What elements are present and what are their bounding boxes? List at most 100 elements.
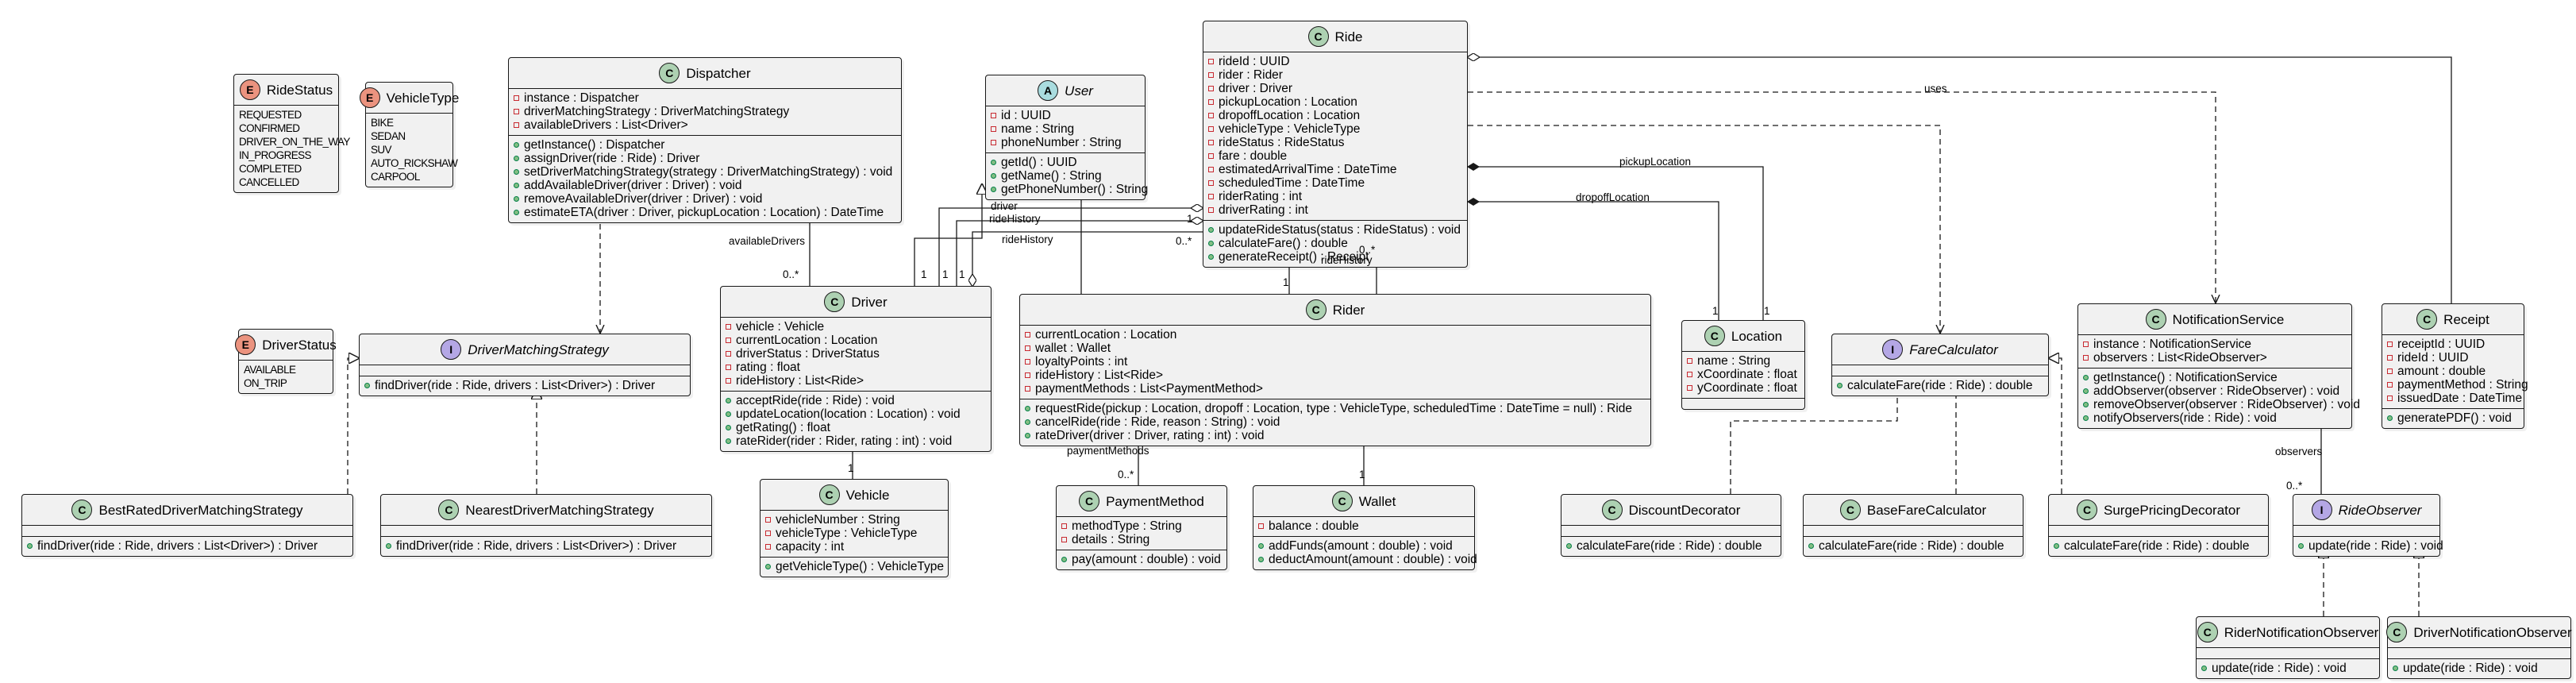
multiplicity-label: 1	[1283, 276, 1289, 288]
private-visibility-icon	[765, 531, 771, 536]
private-visibility-icon	[1208, 153, 1214, 159]
role-label: uses	[1924, 83, 1947, 95]
attribute: paymentMethods : List<PaymentMethod>	[1035, 382, 1263, 396]
enum-value: CANCELLED	[239, 176, 299, 188]
public-visibility-icon	[1208, 254, 1214, 260]
enum-badge-icon: E	[359, 87, 380, 108]
private-visibility-icon	[991, 113, 996, 118]
public-visibility-icon	[2387, 415, 2393, 421]
private-visibility-icon	[726, 378, 731, 384]
public-visibility-icon	[514, 156, 519, 161]
private-visibility-icon	[991, 140, 996, 145]
enum-value: SEDAN	[371, 130, 406, 142]
private-visibility-icon	[2387, 396, 2393, 401]
method: deductAmount(amount : double) : void	[1269, 553, 1477, 566]
multiplicity-label: 1	[848, 462, 854, 474]
attribute: driverMatchingStrategy : DriverMatchingS…	[524, 105, 790, 118]
role-label: rideHistory	[989, 213, 1041, 225]
attribute: availableDrivers : List<Driver>	[524, 118, 688, 132]
public-visibility-icon	[1025, 419, 1030, 425]
class-badge-icon: C	[1601, 500, 1623, 520]
private-visibility-icon	[514, 122, 519, 128]
private-visibility-icon	[765, 517, 771, 523]
class-badge-icon: C	[2145, 309, 2166, 330]
role-label: observers	[2275, 446, 2323, 457]
private-visibility-icon	[1208, 194, 1214, 199]
attribute: driver : Driver	[1219, 82, 1293, 95]
enum-value: CONFIRMED	[239, 122, 300, 134]
class-name: DriverMatchingStrategy	[468, 342, 609, 357]
class-badge-icon: C	[818, 484, 840, 505]
attribute: yCoordinate : float	[1697, 381, 1797, 395]
public-visibility-icon	[514, 210, 519, 215]
method: update(ride : Ride) : void	[2212, 662, 2347, 675]
attribute: riderRating : int	[1219, 190, 1303, 203]
multiplicity-label: 0..*	[2286, 480, 2303, 492]
private-visibility-icon	[1208, 72, 1214, 78]
attribute: vehicleType : VehicleType	[776, 527, 918, 540]
method: findDriver(ride : Ride, drivers : List<D…	[396, 539, 677, 553]
class-name: Location	[1731, 328, 1783, 344]
public-visibility-icon	[1208, 241, 1214, 246]
private-visibility-icon	[1208, 126, 1214, 132]
attribute: vehicle : Vehicle	[736, 320, 825, 334]
attribute: paymentMethod : String	[2397, 378, 2528, 392]
interface-badge-icon: I	[2311, 500, 2332, 520]
method: calculateFare(ride : Ride) : double	[1577, 539, 1762, 553]
method: getRating() : float	[736, 421, 830, 434]
class-name: RiderNotificationObserver	[2224, 624, 2379, 640]
edge-surge-fare	[2049, 358, 2062, 494]
private-visibility-icon	[1025, 386, 1030, 392]
edge-ride-fare	[1468, 125, 1940, 334]
attribute: rideHistory : List<Ride>	[736, 374, 864, 388]
private-visibility-icon	[2387, 355, 2393, 361]
attribute: xCoordinate : float	[1697, 368, 1797, 381]
edge-driver-user	[914, 184, 982, 286]
class-name: DriverStatus	[262, 337, 337, 353]
class-name: Vehicle	[845, 487, 890, 503]
private-visibility-icon	[1025, 345, 1030, 351]
public-visibility-icon	[991, 173, 996, 179]
class-badge-icon: C	[438, 500, 460, 520]
method: notifyObservers(ride : Ride) : void	[2093, 411, 2277, 425]
attribute: estimatedArrivalTime : DateTime	[1219, 163, 1397, 176]
attribute: vehicleNumber : String	[776, 513, 900, 527]
attribute: rideHistory : List<Ride>	[1035, 369, 1164, 382]
private-visibility-icon	[2083, 342, 2089, 347]
class-name: NearestDriverMatchingStrategy	[465, 502, 654, 518]
private-visibility-icon	[1208, 113, 1214, 118]
enum-badge-icon: E	[235, 334, 256, 355]
class-badge-icon: C	[659, 63, 680, 83]
role-label: rideHistory	[1321, 254, 1373, 266]
attribute: currentLocation : Location	[736, 334, 878, 347]
edge-bestrated-strategy	[347, 358, 359, 494]
nearest-strategy-class: C NearestDriverMatchingStrategy findDrive…	[380, 494, 712, 557]
multiplicity-label: 0..*	[1359, 244, 1376, 256]
enum-value: AVAILABLE	[244, 364, 296, 376]
role-label: paymentMethods	[1067, 445, 1149, 457]
interface-badge-icon: I	[1882, 339, 1904, 360]
public-visibility-icon	[514, 169, 519, 175]
attribute: name : String	[1697, 354, 1771, 368]
class-badge-icon: C	[1307, 26, 1329, 47]
attribute: instance : NotificationService	[2093, 338, 2252, 351]
class-badge-icon: C	[824, 291, 845, 312]
public-visibility-icon	[514, 142, 519, 148]
public-visibility-icon	[1025, 433, 1030, 438]
public-visibility-icon	[514, 196, 519, 202]
public-visibility-icon	[1258, 557, 1264, 562]
class-name: Dispatcher	[686, 65, 751, 81]
class-badge-icon: C	[2077, 500, 2098, 520]
private-visibility-icon	[1687, 358, 1692, 364]
public-visibility-icon	[27, 543, 33, 549]
private-visibility-icon	[1208, 167, 1214, 172]
public-visibility-icon	[1808, 543, 1814, 549]
